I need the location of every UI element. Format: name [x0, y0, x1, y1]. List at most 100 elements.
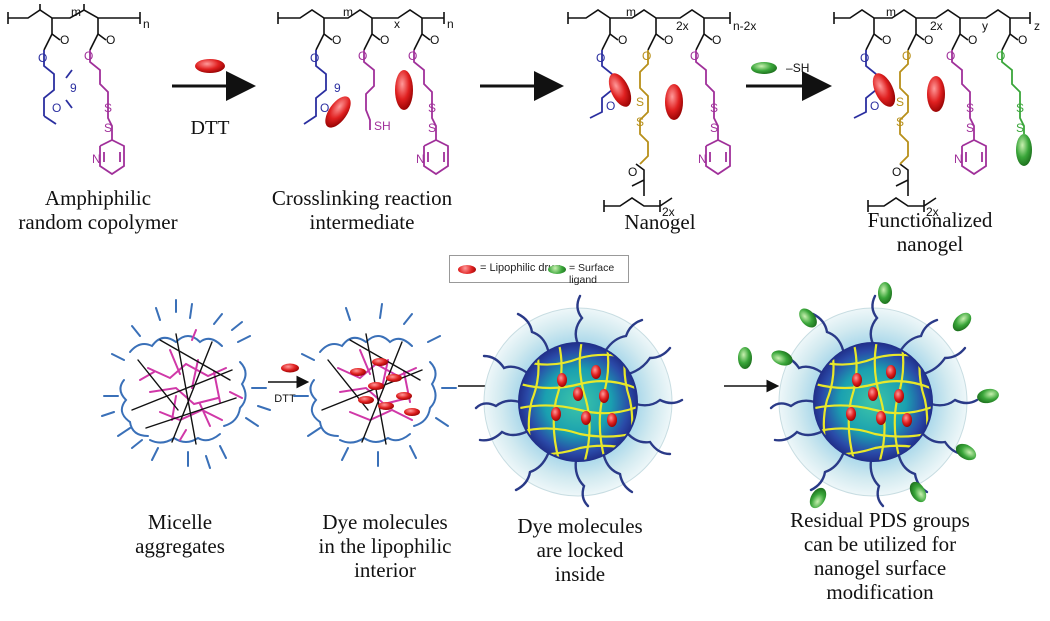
intermediate-structure: [277, 9, 445, 51]
svg-text:S: S: [636, 95, 644, 109]
svg-text:2x: 2x: [662, 205, 675, 219]
svg-text:n: n: [447, 17, 454, 31]
drug-molecule: [325, 96, 351, 128]
caption-amphiphilic-copolymer: Amphiphilic random copolymer: [18, 186, 178, 234]
svg-text:S: S: [710, 101, 718, 115]
svg-text:O: O: [690, 49, 699, 63]
drug-molecule: [927, 76, 945, 112]
svg-text:O: O: [870, 99, 879, 113]
svg-text:O: O: [946, 49, 955, 63]
svg-text:N: N: [698, 152, 707, 166]
svg-text:N: N: [954, 152, 963, 166]
svg-text:O: O: [38, 51, 47, 65]
svg-text:S: S: [966, 121, 974, 135]
copolymer-structure: [7, 4, 141, 51]
svg-text:m: m: [626, 5, 636, 19]
svg-text:SH: SH: [374, 119, 391, 133]
svg-text:S: S: [710, 121, 718, 135]
svg-text:S: S: [104, 121, 112, 135]
svg-text:O: O: [60, 33, 69, 47]
drug-pill-icon: [195, 59, 225, 73]
caption-crosslinking-intermediate: Crosslinking reaction intermediate: [271, 186, 453, 234]
svg-text:O: O: [596, 51, 605, 65]
legend-ligand-label: = Surface ligand: [569, 262, 615, 286]
nanogel-sphere: [474, 294, 684, 508]
svg-text:x: x: [394, 17, 400, 31]
svg-text:2x: 2x: [926, 205, 939, 219]
ligand-molecule: [1016, 134, 1032, 166]
svg-text:O: O: [892, 165, 901, 179]
drug-molecule: [872, 73, 896, 107]
nanogel-structure: [567, 9, 731, 212]
svg-text:m: m: [343, 5, 353, 19]
svg-text:O: O: [430, 33, 439, 47]
caption-functionalized-nanogel: Functionalized nanogel: [867, 208, 993, 256]
sh-label: –SH: [786, 61, 809, 75]
drug-pill-icon: [281, 363, 299, 373]
svg-text:n: n: [143, 17, 150, 31]
svg-text:2x: 2x: [930, 19, 943, 33]
svg-text:O: O: [968, 33, 977, 47]
svg-text:S: S: [1016, 101, 1024, 115]
svg-text:O: O: [310, 51, 319, 65]
svg-text:O: O: [860, 51, 869, 65]
dye-molecules: [350, 358, 420, 416]
svg-text:9: 9: [334, 81, 341, 95]
svg-text:O: O: [628, 165, 637, 179]
svg-text:y: y: [982, 19, 988, 33]
dtt-label-top: DTT: [191, 117, 230, 139]
svg-text:O: O: [84, 49, 93, 63]
legend: = Lipophilic drug = Surface ligand: [449, 255, 629, 286]
svg-text:N: N: [416, 152, 425, 166]
svg-text:m: m: [886, 5, 896, 19]
micelle-aggregate: [101, 299, 271, 469]
drug-molecule: [608, 73, 632, 107]
caption-residual-pds-groups: Residual PDS groups can be utilized for …: [790, 508, 970, 604]
caption-micelle-aggregates: Micelle aggregates: [135, 510, 225, 558]
caption-dye-lipophilic-interior: Dye molecules in the lipophilic interior: [318, 510, 452, 582]
svg-text:S: S: [104, 101, 112, 115]
svg-text:O: O: [408, 49, 417, 63]
svg-text:S: S: [636, 115, 644, 129]
svg-text:9: 9: [70, 81, 77, 95]
svg-text:O: O: [996, 49, 1005, 63]
svg-text:S: S: [896, 115, 904, 129]
caption-nanogel: Nanogel: [624, 210, 696, 234]
svg-text:O: O: [320, 101, 329, 115]
dtt-label-bottom: DTT: [274, 393, 296, 405]
copolymer-text: m n O O: [60, 5, 150, 47]
svg-text:O: O: [924, 33, 933, 47]
svg-text:O: O: [618, 33, 627, 47]
pds-chain-1: [89, 50, 125, 176]
svg-text:z: z: [1034, 19, 1040, 33]
svg-text:n-2x: n-2x: [733, 19, 756, 33]
svg-text:O: O: [642, 49, 651, 63]
svg-text:O: O: [902, 49, 911, 63]
peg-chain-1: [43, 50, 73, 125]
svg-text:O: O: [712, 33, 721, 47]
ligand-pill-icon: [738, 347, 752, 369]
functionalized-structure: [833, 9, 1031, 212]
svg-text:O: O: [882, 33, 891, 47]
svg-text:m: m: [71, 5, 81, 19]
drug-legend-icon: [458, 265, 476, 274]
svg-text:S: S: [1016, 121, 1024, 135]
svg-text:S: S: [428, 121, 436, 135]
svg-text:O: O: [380, 33, 389, 47]
svg-text:O: O: [106, 33, 115, 47]
svg-text:O: O: [606, 99, 615, 113]
svg-text:2x: 2x: [676, 19, 689, 33]
svg-text:S: S: [428, 101, 436, 115]
svg-text:O: O: [664, 33, 673, 47]
legend-drug-label: = Lipophilic drug: [480, 262, 561, 274]
ligand-pill-icon: [751, 62, 777, 74]
caption-dye-locked-inside: Dye molecules are locked inside: [517, 514, 643, 586]
svg-text:O: O: [332, 33, 341, 47]
svg-text:O: O: [358, 49, 367, 63]
ligand-legend-icon: [548, 265, 566, 274]
svg-text:N: N: [92, 152, 101, 166]
svg-text:O: O: [1018, 33, 1027, 47]
svg-text:S: S: [966, 101, 974, 115]
